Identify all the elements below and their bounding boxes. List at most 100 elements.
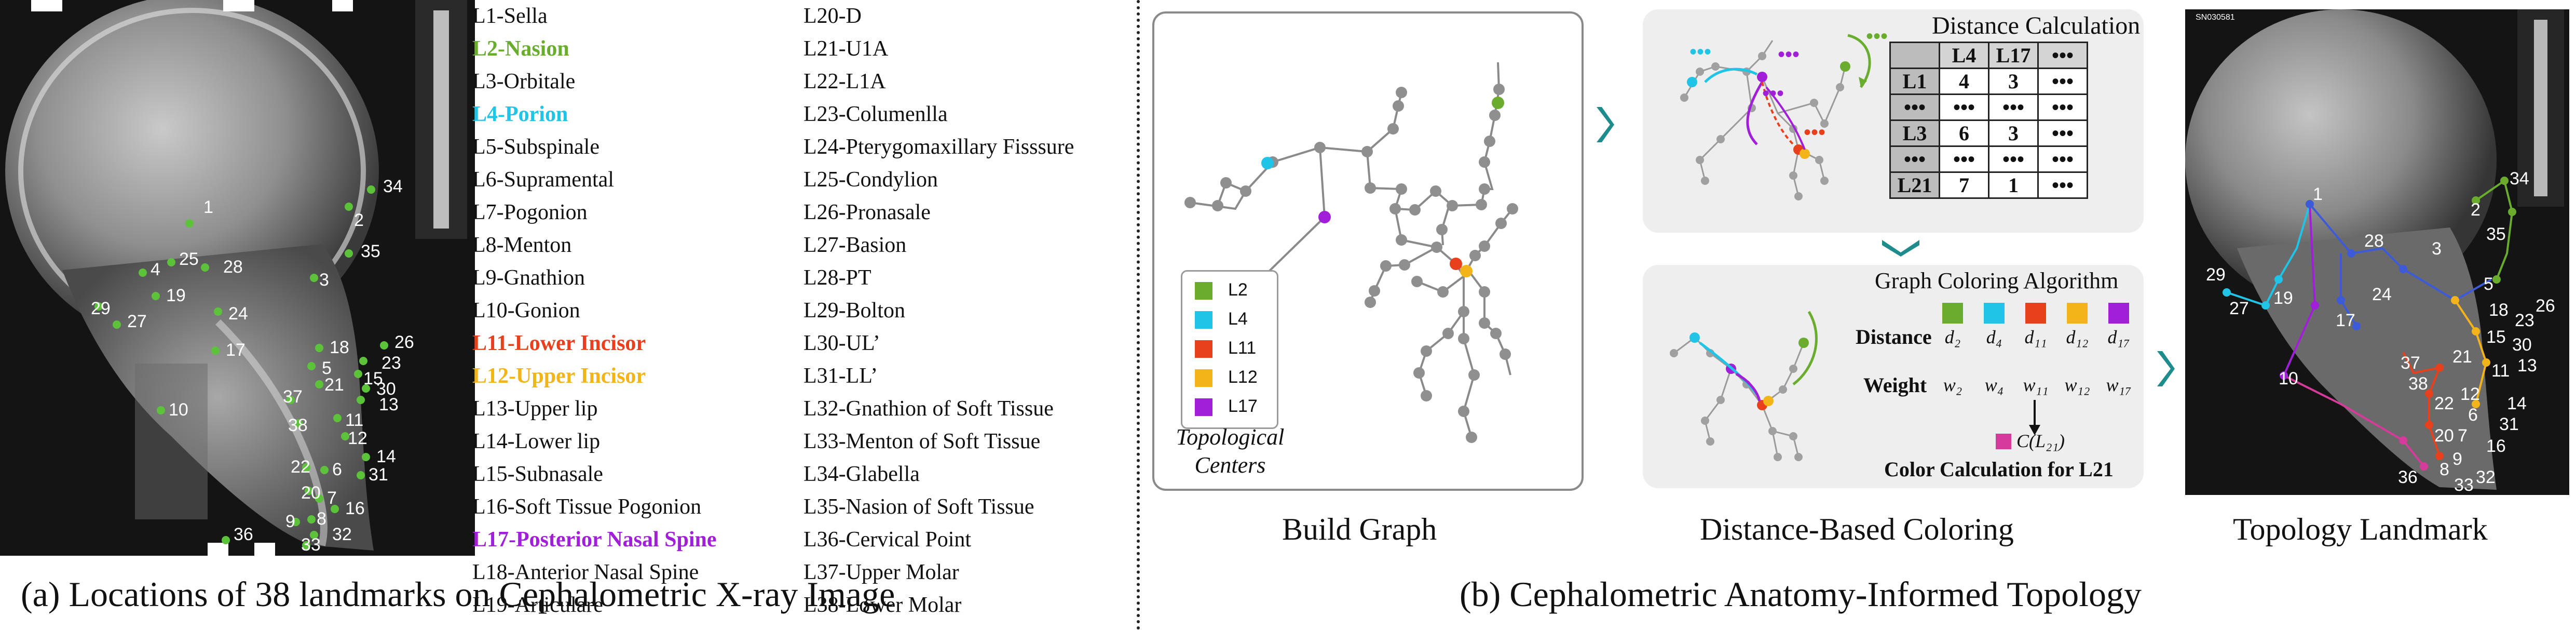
topo-label: 1 [2313, 184, 2323, 204]
xray-dot [310, 531, 318, 539]
graph-node [1479, 317, 1490, 329]
graph-node [1437, 286, 1449, 298]
result-symbol: C(L₂₁) [2016, 431, 2065, 451]
topo-label: 9 [2452, 449, 2462, 469]
graph-node [1365, 182, 1376, 194]
topo-label: 18 [2489, 300, 2509, 320]
graph-node [1489, 110, 1501, 121]
graph-node [1479, 286, 1490, 298]
distance-table-corner [1889, 42, 1940, 69]
cephalometric-xray-image [0, 0, 475, 556]
topo-label: 37 [2401, 353, 2420, 373]
xray-dot [315, 380, 323, 388]
xray-label: 26 [394, 332, 414, 352]
landmark-name: L28-PT [803, 266, 871, 290]
chevron-down-icon [1882, 240, 1919, 257]
graph-node [1389, 203, 1401, 215]
legend-item: L12 [1195, 367, 1258, 387]
xray-label: 34 [383, 177, 403, 196]
xray-label: 14 [376, 447, 396, 466]
thumb-center-l2 [1798, 338, 1809, 348]
build-graph-title: Build Graph [1282, 512, 1437, 546]
topo-label: 11 [2491, 361, 2510, 381]
xray-dot [139, 269, 147, 277]
topo-dot [2399, 436, 2407, 445]
graph-node [1184, 197, 1196, 208]
landmark-name: L16-Soft Tissue Pogonion [472, 495, 702, 519]
distance-table-row-label: ••• [1889, 145, 1940, 173]
coloring-swatch-l2 [1942, 303, 1963, 324]
thumb-node [1820, 119, 1829, 128]
legend-label: L4 [1228, 309, 1248, 329]
landmark-name: L17-Posterior Nasal Spine [472, 528, 717, 552]
topo-label: 36 [2398, 467, 2418, 487]
graph-node [1396, 87, 1407, 98]
topo-dot [2352, 322, 2361, 330]
xray-label: 9 [285, 512, 295, 531]
xray-label: 31 [369, 465, 388, 485]
coloring-swatch-l4 [1984, 303, 2005, 324]
graph-node [1411, 276, 1423, 287]
xray-dot [305, 487, 313, 495]
topo-label: 20 [2434, 426, 2454, 446]
xray-dot [113, 320, 121, 329]
distance-table-row: ••• ••• ••• ••• [1889, 145, 2088, 173]
topo-label: 15 [2486, 327, 2506, 347]
xray-label: 1 [203, 197, 213, 217]
xray-label: 19 [166, 286, 186, 305]
topo-dot [2472, 327, 2480, 336]
topo-dot [2508, 208, 2516, 216]
thumb-node [1794, 192, 1803, 200]
thumb-ellipsis: ••• [1689, 40, 1711, 63]
topo-label: 7 [2458, 426, 2468, 446]
thumb-ellipsis: ••• [1762, 82, 1784, 105]
distance-symbol: d₁₂ [2066, 327, 2089, 347]
landmark-name: L37-Upper Molar [803, 560, 959, 584]
distance-table-cell: 4 [1939, 68, 1989, 95]
landmark-name: L12-Upper Incisor [472, 364, 646, 388]
thumb-node [1680, 93, 1688, 102]
graph-node [1399, 259, 1410, 271]
weight-symbol: w₂ [1943, 374, 1962, 395]
graph-node [1380, 260, 1392, 272]
legend-swatch [1195, 398, 1212, 417]
legend-swatch [1195, 340, 1212, 358]
xray-dot [201, 263, 209, 272]
graph-node [1442, 328, 1454, 339]
topo-label: 21 [2452, 347, 2472, 367]
topo-label: 33 [2454, 475, 2474, 495]
landmark-name: L1-Sella [472, 4, 548, 28]
coloring-swatch-l12 [2067, 303, 2088, 324]
graph-node [1220, 177, 1232, 189]
topo-label: 31 [2499, 414, 2519, 434]
weight-row-label: Weight [1863, 373, 1927, 397]
thumb-node [1794, 453, 1803, 461]
xray-label: 33 [301, 535, 321, 555]
landmark-name: L5-Subspinale [472, 135, 599, 159]
xray-label: 2 [354, 210, 364, 230]
topo-dot [2425, 421, 2433, 429]
graph-node [1490, 328, 1502, 339]
distance-table-cell: ••• [2037, 68, 2088, 95]
distance-table-cell: ••• [2037, 171, 2088, 199]
topo-label: 34 [2510, 169, 2529, 189]
topo-label: 32 [2476, 467, 2496, 487]
graph-node [1240, 185, 1251, 197]
topo-dot [2306, 200, 2314, 208]
landmark-name: L18-Anterior Nasal Spine [472, 560, 699, 584]
xray-dot [362, 453, 370, 461]
xray-dot [222, 536, 230, 544]
thumb-node [1815, 156, 1823, 164]
graph-node [1479, 183, 1490, 195]
xray-dot [307, 362, 316, 370]
landmark-name: L19-Articulare [472, 593, 603, 617]
color-calculation-footer: Color Calculation for L21 [1884, 458, 2114, 481]
landmark-name: L30-UL’ [803, 331, 880, 355]
thumb-node [1758, 52, 1766, 60]
panel-a-caption: (a) Locations of 38 landmarks on Cephalo… [21, 574, 895, 614]
xray-label: 16 [345, 499, 365, 518]
distance-symbol: d₂ [1944, 327, 1961, 347]
legend-item: L4 [1195, 309, 1248, 329]
xray-label: 27 [127, 312, 147, 331]
